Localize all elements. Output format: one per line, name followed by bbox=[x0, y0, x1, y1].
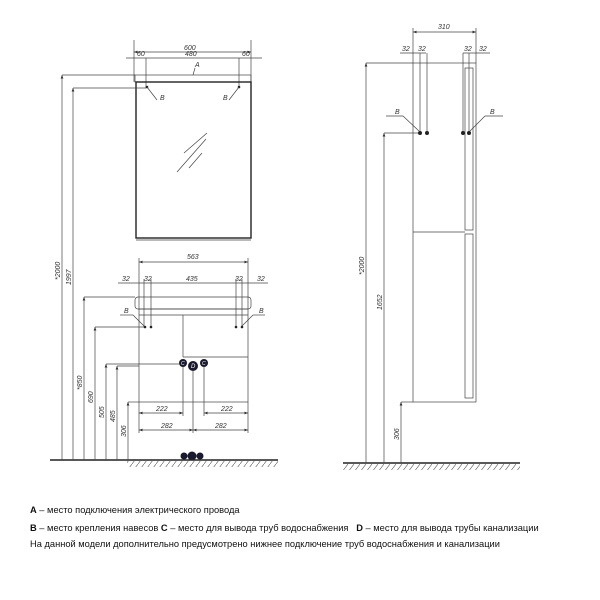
dim-height-306: 306 bbox=[121, 425, 128, 437]
dim-side-height-1652: 1652 bbox=[377, 294, 384, 310]
label-d: D bbox=[191, 364, 196, 370]
dim-height-485: 485 bbox=[110, 410, 117, 422]
dim-mirror-left: 60 bbox=[137, 51, 145, 58]
dim-282-right: 282 bbox=[214, 423, 227, 430]
dim-height-2000: *2000 bbox=[55, 262, 62, 280]
legend-key-c: C bbox=[160, 523, 168, 533]
dim-side-height-2000: *2000 bbox=[359, 257, 366, 275]
floor-connection-markers bbox=[180, 451, 204, 461]
label-a: A bbox=[194, 62, 200, 69]
legend-bcd: B – место крепления навесов C – место дл… bbox=[30, 523, 539, 533]
label-c-right: C bbox=[202, 361, 206, 367]
dim-side-32-3: 32 bbox=[464, 46, 472, 53]
dim-side-32-2: 32 bbox=[418, 46, 426, 53]
legend-key-b: B bbox=[30, 523, 37, 533]
legend-key-a: A bbox=[30, 505, 37, 515]
label-c-left: C bbox=[181, 361, 185, 367]
dim-mirror-width: 600 bbox=[184, 45, 196, 52]
glass-reflection-icon bbox=[176, 132, 208, 173]
connection-markers: C D C bbox=[179, 359, 208, 371]
legend-text-c: – место для вывода труб водоснабжения bbox=[167, 523, 357, 533]
dim-side-height-306: 306 bbox=[394, 428, 401, 440]
dim-vanity-middle: 435 bbox=[186, 276, 198, 283]
legend-text-a: – место подключения электрического прово… bbox=[36, 505, 240, 515]
dim-282-left: 282 bbox=[160, 423, 173, 430]
dim-mirror-middle: 480 bbox=[185, 51, 197, 58]
legend-a: A – место подключения электрического про… bbox=[30, 505, 240, 515]
legend-note: На данной модели дополнительно предусмот… bbox=[30, 539, 500, 549]
dim-vanity-32-2: 32 bbox=[144, 276, 152, 283]
legend-text-b: – место крепления навесов bbox=[36, 523, 161, 533]
side-view: 310 32 32 32 32 B B *2000 1652 306 bbox=[343, 24, 520, 470]
dim-side-32-1: 32 bbox=[402, 46, 410, 53]
dim-mirror-right: 60 bbox=[242, 51, 250, 58]
dim-height-1997: 1997 bbox=[66, 268, 73, 285]
height-dimensions: *2000 1997 *850 690 505 485 306 bbox=[55, 74, 180, 460]
label-b-mirror-left: B bbox=[160, 95, 165, 102]
dim-height-505: 505 bbox=[99, 406, 106, 418]
dim-vanity-32-1: 32 bbox=[122, 276, 130, 283]
label-b-side-left: B bbox=[395, 109, 400, 116]
dim-vanity-width: 563 bbox=[187, 254, 199, 261]
label-b-side-right: B bbox=[490, 109, 495, 116]
vanity-view: 563 32 32 435 32 32 B B C D C 222 222 28… bbox=[50, 74, 278, 467]
mirror-view: 600 60 480 60 A B B bbox=[126, 40, 262, 241]
dim-height-850: *850 bbox=[77, 375, 84, 390]
dim-side-32-4: 32 bbox=[479, 46, 487, 53]
dim-side-depth: 310 bbox=[438, 24, 450, 31]
dim-vanity-32-4: 32 bbox=[257, 276, 265, 283]
label-b-vanity-left: B bbox=[124, 308, 129, 315]
label-b-mirror-right: B bbox=[223, 95, 228, 102]
label-b-vanity-right: B bbox=[259, 308, 264, 315]
dim-222-right: 222 bbox=[220, 406, 233, 413]
dim-vanity-32-3: 32 bbox=[235, 276, 243, 283]
dim-height-690: 690 bbox=[88, 391, 95, 403]
legend-text-d: – место для вывода трубы канализации bbox=[362, 523, 539, 533]
dim-222-left: 222 bbox=[155, 406, 168, 413]
legend-key-d: D bbox=[356, 523, 363, 533]
